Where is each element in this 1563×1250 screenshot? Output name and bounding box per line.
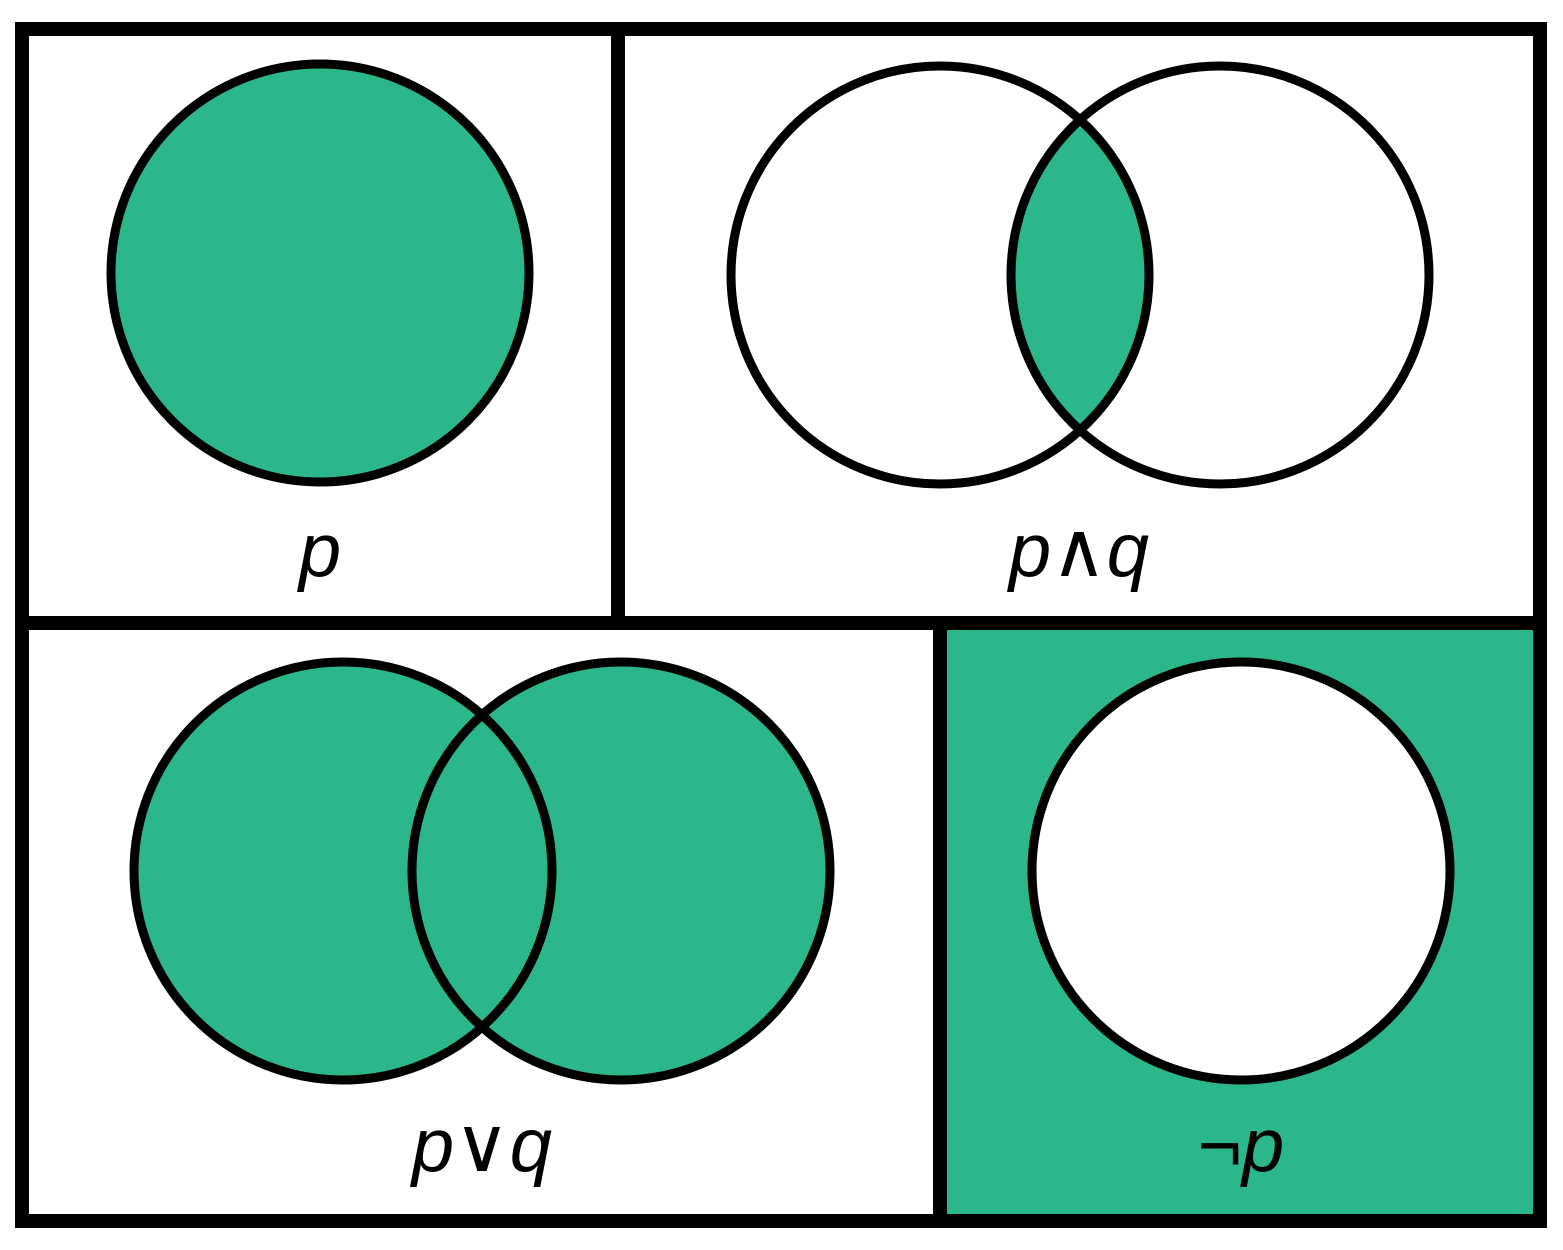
- grid-frame: [15, 22, 1547, 1228]
- circle-p: [106, 59, 534, 487]
- circle-p: [129, 657, 557, 1085]
- circle-p: [726, 61, 1154, 489]
- circle-p: [1027, 657, 1455, 1085]
- panel-p-or-q-label: p∨q: [410, 1103, 552, 1188]
- circle-q: [1006, 61, 1434, 489]
- panel-p-and-q: p∧q: [618, 29, 1540, 621]
- intersection-region: [1011, 66, 1149, 484]
- panel-not-p: ¬p: [940, 625, 1540, 1221]
- panel-not-p-label: ¬p: [1198, 1103, 1285, 1188]
- panel-p-label: p: [297, 508, 341, 593]
- panel-p: p: [22, 29, 618, 621]
- circle-q-fill: [412, 662, 830, 1080]
- panel-p-or-q: p∨q: [22, 625, 940, 1221]
- circle-q: [407, 657, 835, 1085]
- panel-p-and-q-label: p∧q: [1007, 508, 1149, 593]
